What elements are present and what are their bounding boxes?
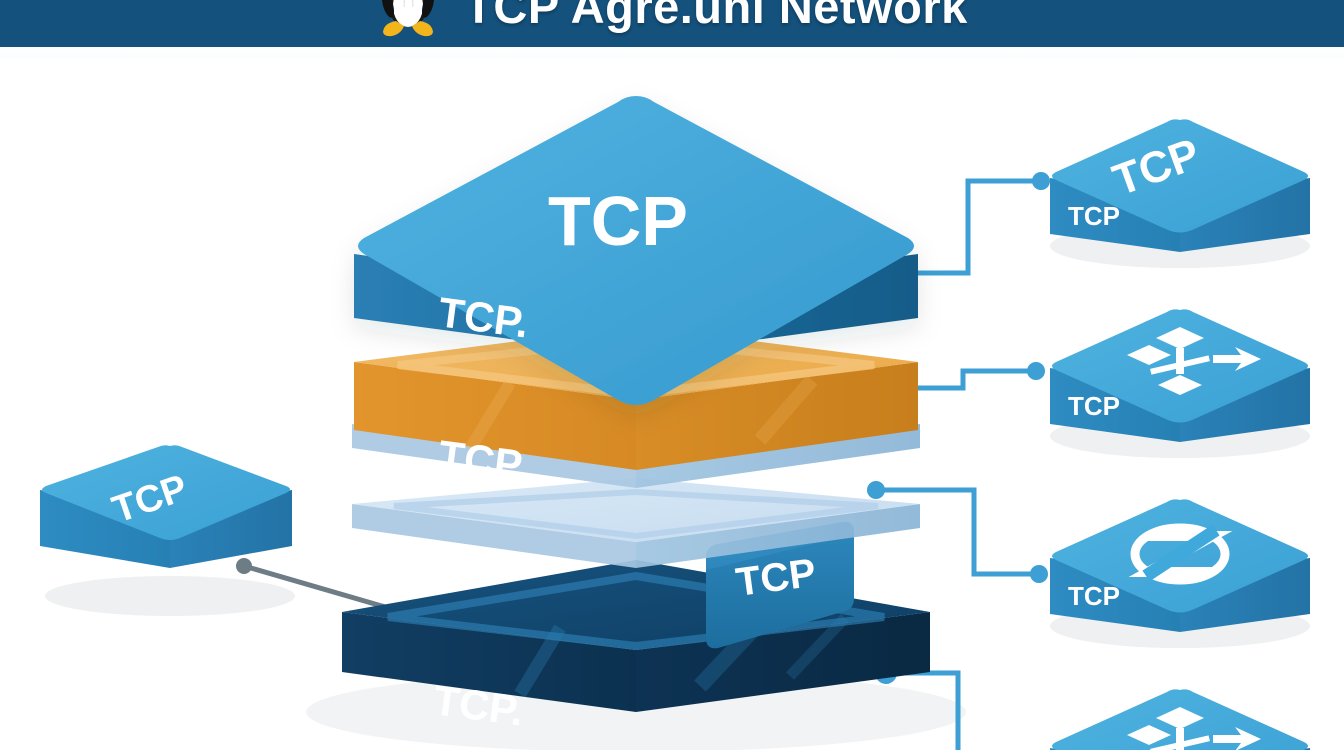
- stack-layer-top[interactable]: TCP TCP.: [354, 96, 918, 405]
- header-underline: [0, 47, 1344, 58]
- right-node-4[interactable]: [1050, 689, 1310, 750]
- left-tcp-node[interactable]: TCP: [40, 445, 292, 568]
- stack-layer-top-top-label: TCP: [548, 182, 688, 260]
- stack-layer-bottom-front-label: TCP.: [431, 676, 527, 734]
- page-header: TCP Agre.uni Network: [0, 0, 1344, 47]
- connector-dot-node-2: [1027, 362, 1045, 380]
- right-node-2[interactable]: TCP: [1050, 309, 1310, 442]
- connector-dot-node-1: [1032, 172, 1050, 190]
- stack-layer-glass-2[interactable]: [352, 478, 920, 568]
- tux-penguin-logo-icon: [382, 0, 435, 37]
- left-node-shadow: [45, 576, 295, 616]
- stack-layer-orange-front-label: TCP.: [436, 431, 532, 489]
- connector-dot-layer-glass: [867, 481, 885, 499]
- connector-layer-orange-to-node-2[interactable]: [882, 368, 1036, 391]
- right-node-3-front-label: TCP: [1068, 581, 1120, 611]
- inserted-tcp-card-label: TCP: [733, 551, 818, 605]
- connector-dot-left-node: [236, 558, 252, 574]
- connector-layer-top-to-node-1[interactable]: [884, 178, 1041, 276]
- right-node-2-front-label: TCP: [1068, 391, 1120, 421]
- right-node-3[interactable]: TCP: [1050, 499, 1310, 632]
- connector-layer-glass-to-node-3[interactable]: [876, 487, 1039, 577]
- stack-layer-top-front-label: TCP.: [436, 288, 532, 346]
- connector-dot-node-3: [1030, 565, 1048, 583]
- right-node-1-front-label: TCP: [1068, 201, 1120, 231]
- page-title: TCP Agre.uni Network: [464, 0, 968, 33]
- router-icon: [1127, 327, 1261, 395]
- inserted-tcp-card[interactable]: TCP: [706, 521, 854, 649]
- right-node-1[interactable]: TCP TCP: [1050, 119, 1310, 252]
- no-signal-icon: [1128, 523, 1233, 585]
